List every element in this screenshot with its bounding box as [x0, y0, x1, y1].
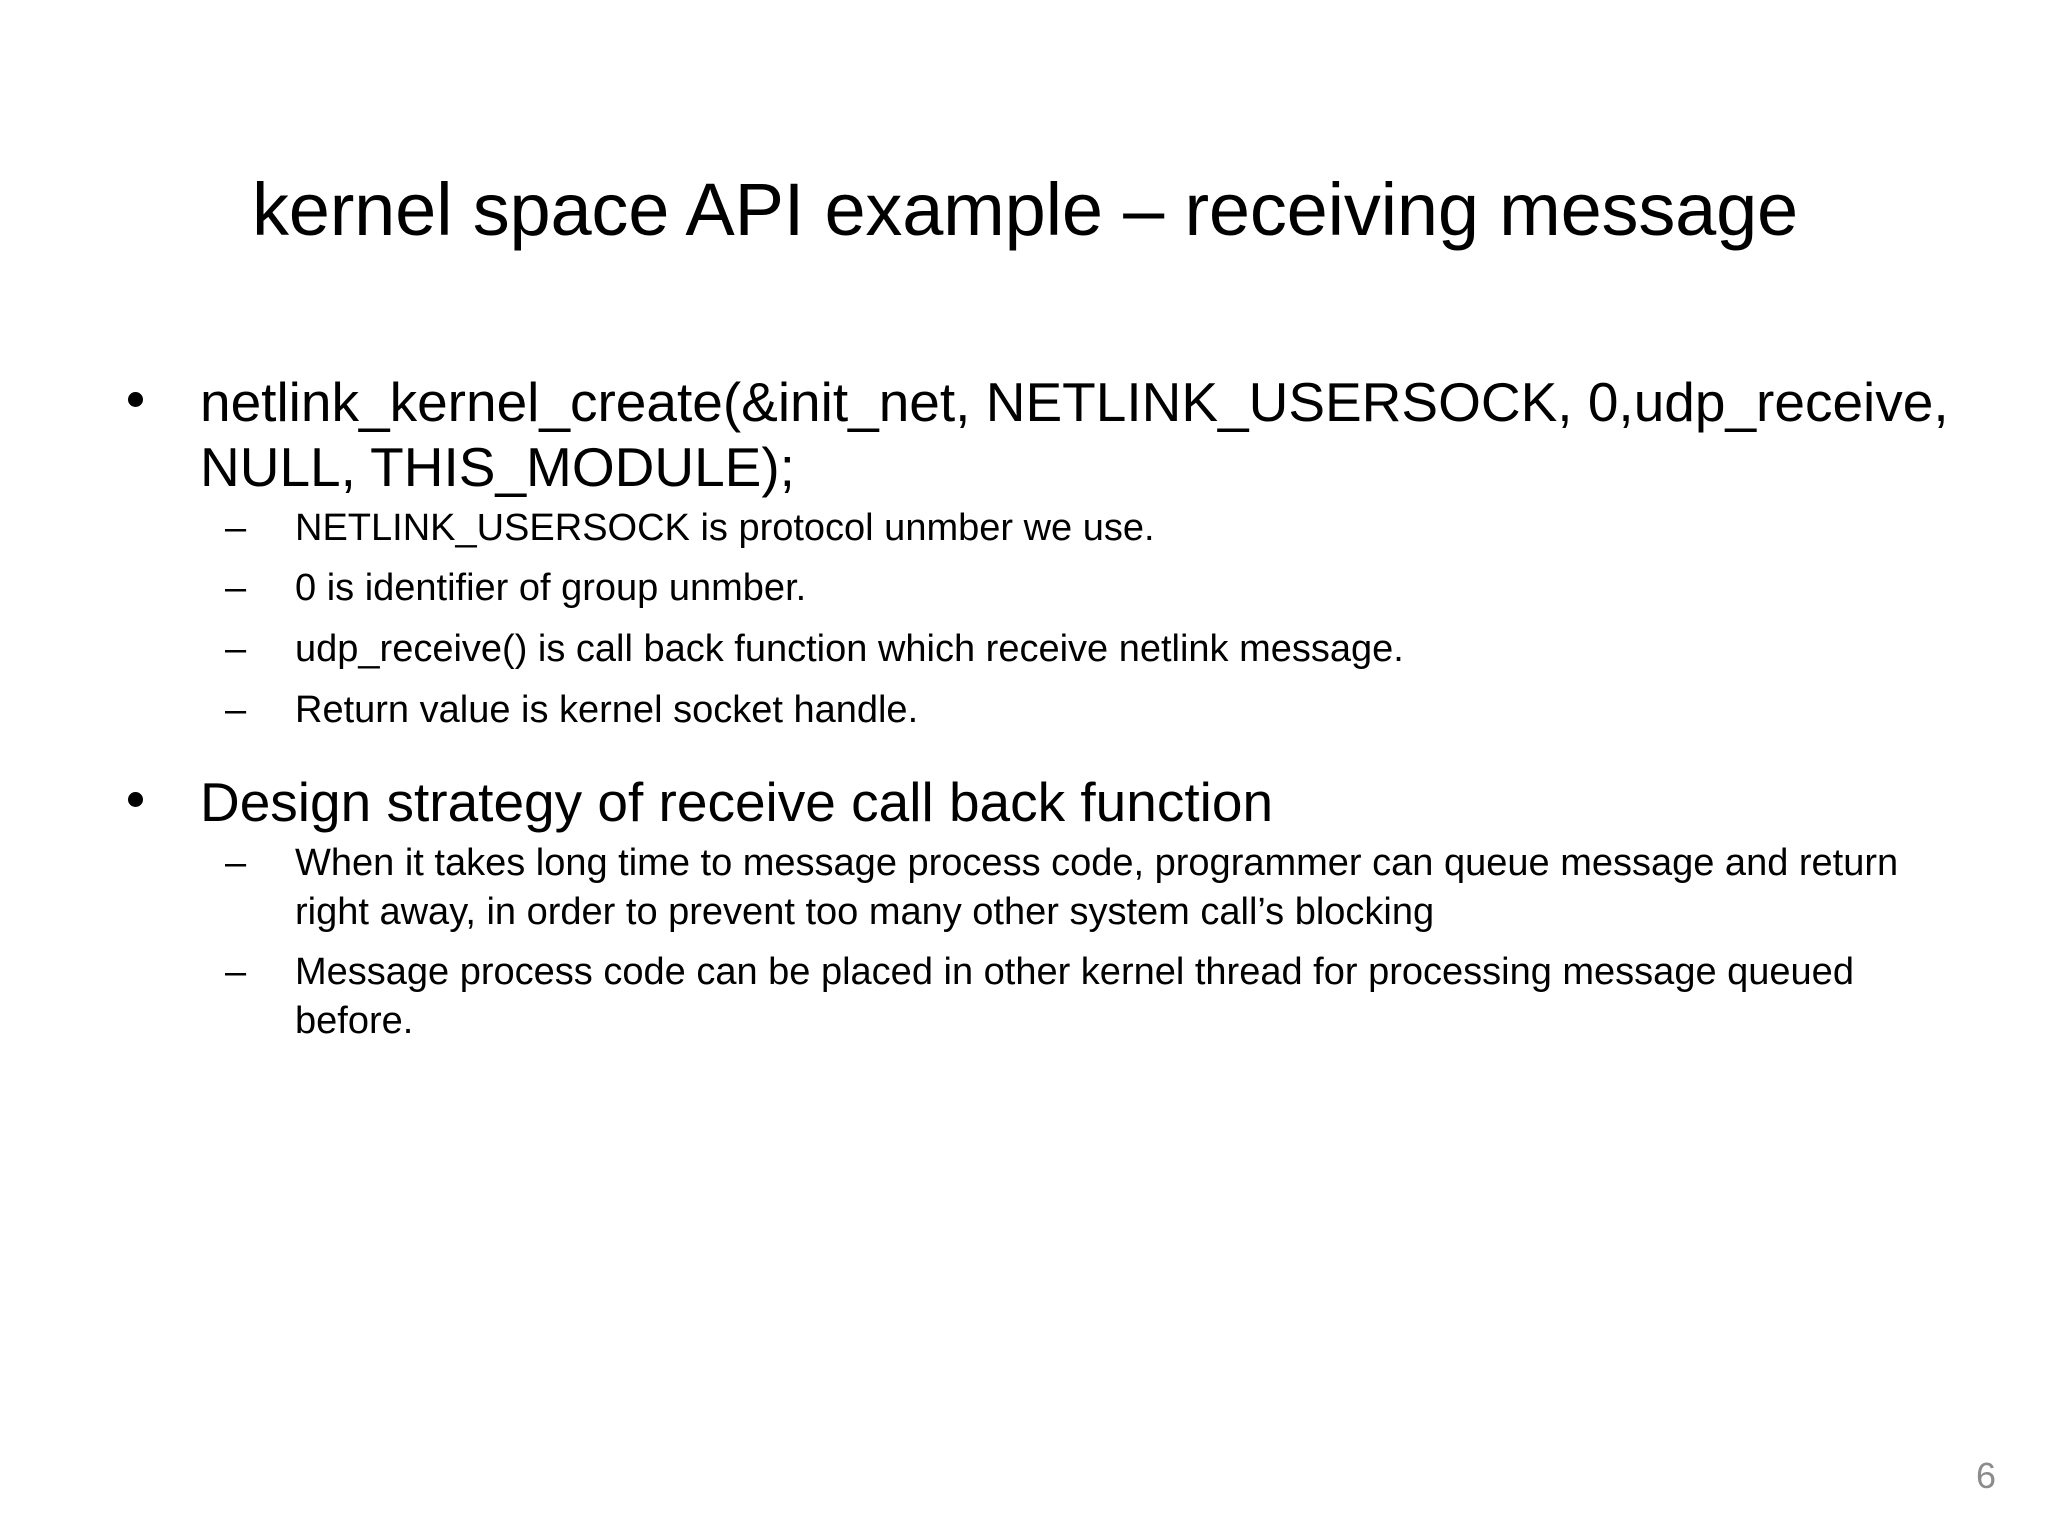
bullet-dash-icon: – — [225, 567, 247, 610]
list-item-label: When it takes long time to message proce… — [295, 842, 1899, 933]
slide-body: netlink_kernel_create(&init_net, NETLINK… — [120, 370, 1960, 1048]
list-item-level1: netlink_kernel_create(&init_net, NETLINK… — [120, 370, 1960, 500]
list-item-level1: Design strategy of receive call back fun… — [120, 770, 1960, 835]
list-item-level2: – When it takes long time to message pro… — [120, 839, 1960, 936]
list-item-level2: – 0 is identifier of group unmber. — [120, 564, 1960, 613]
bullet-dash-icon: – — [225, 951, 247, 994]
list-item-label: Return value is kernel socket handle. — [295, 688, 919, 731]
list-item-label: 0 is identifier of group unmber. — [295, 567, 807, 610]
list-item-level2: – udp_receive() is call back function wh… — [120, 625, 1960, 674]
page-number: 6 — [1975, 1455, 1996, 1496]
list-item-level2: – NETLINK_USERSOCK is protocol unmber we… — [120, 504, 1960, 553]
bullet-dash-icon: – — [225, 628, 247, 671]
bullet-group: netlink_kernel_create(&init_net, NETLINK… — [120, 370, 1960, 734]
list-item-label: Message process code can be placed in ot… — [295, 951, 1854, 1043]
list-item-label: NETLINK_USERSOCK is protocol unmber we u… — [295, 506, 1155, 549]
bullet-group: Design strategy of receive call back fun… — [120, 770, 1960, 1045]
bullet-dash-icon: – — [225, 688, 247, 731]
list-item-label: udp_receive() is call back function whic… — [295, 628, 1404, 671]
bullet-dot-icon — [128, 792, 143, 808]
bullet-dash-icon: – — [225, 842, 247, 885]
bullet-dash-icon: – — [225, 506, 247, 549]
list-item-label: Design strategy of receive call back fun… — [200, 771, 1274, 834]
page-title: kernel space API example – receiving mes… — [251, 167, 1799, 251]
list-item-level2: – Message process code can be placed in … — [120, 948, 1960, 1045]
list-item-level2: – Return value is kernel socket handle. — [120, 686, 1960, 735]
bullet-dot-icon — [128, 392, 143, 407]
list-item-label: netlink_kernel_create(&init_net, NETLINK… — [200, 371, 1949, 498]
